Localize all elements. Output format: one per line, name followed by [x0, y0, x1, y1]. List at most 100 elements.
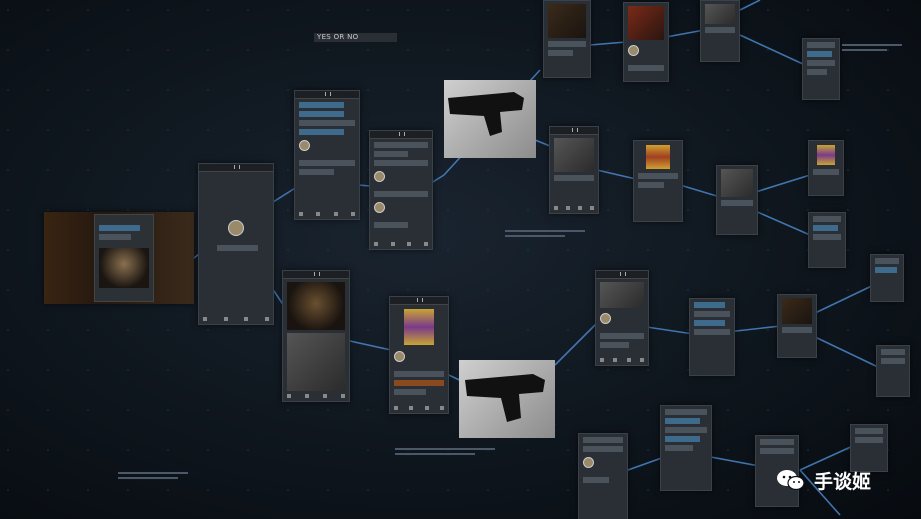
chat-bubble: [813, 234, 841, 240]
chat-bubble: [374, 160, 428, 166]
chat-panel-low-e[interactable]: [876, 345, 910, 397]
scene-image: [782, 298, 812, 324]
chat-bubble: [760, 439, 794, 445]
chat-panel-low-b[interactable]: [689, 298, 735, 376]
chat-bubble: [374, 151, 408, 157]
chat-bubble: [638, 182, 664, 188]
pause-icon[interactable]: [283, 271, 349, 279]
scene-panel-low-c[interactable]: [777, 294, 817, 358]
portrait-image: [287, 282, 345, 330]
chat-panel-b[interactable]: [369, 130, 433, 250]
chat-bubble: [374, 142, 428, 148]
tarot-panel-right[interactable]: [808, 140, 844, 196]
avatar-icon: [394, 351, 405, 362]
chat-panel-low-d[interactable]: [870, 254, 904, 302]
chat-panel-top-d[interactable]: [802, 38, 840, 100]
chat-bubble: [694, 320, 725, 326]
chat-bubble: [881, 349, 905, 355]
avatar-icon: [299, 140, 310, 151]
chat-bubble: [705, 27, 735, 33]
scene-panel-top-c[interactable]: [700, 0, 740, 62]
scene-panel-top-a[interactable]: [543, 0, 591, 78]
chat-bubble: [665, 445, 693, 451]
wechat-icon: [776, 468, 806, 492]
bottom-toolbar[interactable]: [554, 206, 594, 211]
intro-phone-screen: [94, 214, 154, 302]
bottom-toolbar[interactable]: [287, 394, 345, 399]
scene-image: [705, 4, 735, 24]
chat-bubble: [299, 169, 334, 175]
chat-panel-bottom-a[interactable]: [578, 433, 628, 519]
chat-bubble: [548, 41, 586, 47]
scene-image: [287, 333, 345, 391]
chat-bubble: [374, 191, 428, 197]
pause-icon[interactable]: [596, 271, 648, 279]
chat-panel-bottom-d[interactable]: [850, 424, 888, 472]
tarot-panel-mid[interactable]: [633, 140, 683, 222]
bottom-toolbar[interactable]: [600, 358, 644, 363]
chat-bubble: [394, 371, 444, 377]
chat-bubble: [665, 418, 700, 424]
chat-bubble: [583, 437, 623, 443]
pause-icon[interactable]: [199, 164, 273, 172]
chat-bubble: [694, 329, 730, 335]
chat-bubble: [760, 448, 794, 454]
pause-icon[interactable]: [390, 297, 448, 305]
pistol-image-bottom: [459, 360, 555, 438]
chat-bubble: [855, 428, 883, 434]
scene-image: [628, 6, 664, 40]
chat-bubble: [694, 302, 725, 308]
pause-icon[interactable]: [370, 131, 432, 139]
chat-bubble: [665, 436, 700, 442]
chat-bubble: [299, 160, 355, 166]
chat-panel-bottom-b[interactable]: [660, 405, 712, 491]
bottom-toolbar[interactable]: [394, 406, 444, 411]
chat-panel-right[interactable]: [808, 212, 846, 268]
pistol-icon: [459, 360, 555, 438]
pause-icon[interactable]: [550, 127, 598, 135]
chat-bubble: [600, 333, 644, 339]
faint-note: [118, 472, 208, 488]
bottom-toolbar[interactable]: [374, 242, 428, 247]
avatar-icon: [228, 220, 244, 236]
scene-panel-mid-c[interactable]: [716, 165, 758, 235]
chat-bubble: [807, 51, 832, 57]
avatar-icon: [374, 171, 385, 182]
chat-bubble: [807, 42, 835, 48]
caption-line: [217, 245, 258, 251]
scene-panel-2[interactable]: [198, 163, 274, 325]
chat-bubble: [99, 225, 140, 231]
yes-or-no-label: YES OR NO: [314, 33, 397, 42]
chat-bubble: [638, 173, 678, 179]
chat-bubble: [394, 389, 426, 395]
scene-panel-top-b[interactable]: [623, 2, 669, 82]
tarot-card-icon: [404, 309, 434, 345]
pause-icon[interactable]: [295, 91, 359, 99]
avatar-icon: [600, 313, 611, 324]
chat-panel-a[interactable]: [294, 90, 360, 220]
tarot-panel[interactable]: [389, 296, 449, 414]
connector-line: [740, 35, 805, 65]
scene-panel-3[interactable]: [282, 270, 350, 402]
chat-bubble: [694, 311, 730, 317]
chat-bubble: [813, 216, 841, 222]
scene-panel-mid-a[interactable]: [549, 126, 599, 214]
intro-scene-panel[interactable]: [44, 212, 194, 304]
chat-bubble: [299, 129, 344, 135]
chat-bubble: [807, 60, 835, 66]
bottom-toolbar[interactable]: [203, 317, 269, 322]
chat-bubble: [583, 446, 623, 452]
chat-bubble: [807, 69, 827, 75]
connector-line: [740, 0, 760, 10]
watermark-text: 手谈姬: [814, 467, 871, 494]
faint-note: [505, 230, 595, 246]
pistol-icon: [444, 80, 536, 158]
chat-bubble: [299, 111, 344, 117]
avatar-icon: [628, 45, 639, 56]
faint-note: [395, 448, 485, 464]
chat-bubble: [99, 234, 131, 240]
bottom-toolbar[interactable]: [299, 212, 355, 217]
scene-image: [721, 169, 753, 197]
scene-panel-low-a[interactable]: [595, 270, 649, 366]
